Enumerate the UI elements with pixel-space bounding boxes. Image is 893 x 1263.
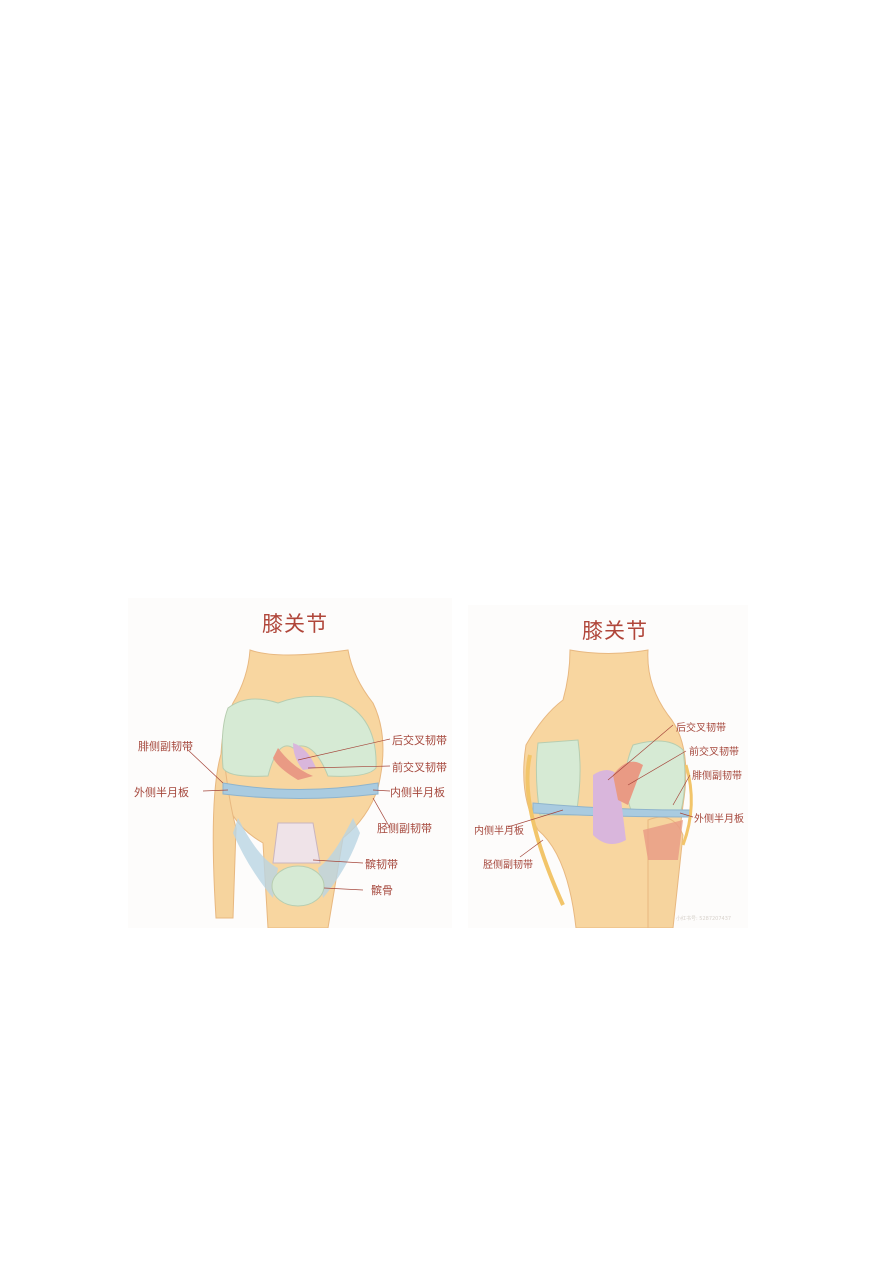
label-lateral-meniscus: 外侧半月板 [694,814,744,825]
label-tibial-collateral: 胫侧副韧带 [483,860,533,871]
label-fibular-collateral: 腓侧副韧带 [692,771,742,782]
label-anterior-cruciate: 前交叉韧带 [689,747,739,758]
label-anterior-cruciate: 前交叉韧带 [392,761,447,774]
label-posterior-cruciate: 后交叉韧带 [392,734,447,747]
label-medial-meniscus: 内侧半月板 [474,826,524,837]
knee-front-drawing [187,649,391,928]
knee-back-drawing [507,649,694,928]
knee-back-illustration: 膝关节 后交叉韧带 前交叉韧带 腓侧副韧带 外侧半月板 内侧半月板 胫侧副韧带 … [468,605,748,928]
label-fibular-collateral: 腓侧副韧带 [138,740,193,753]
label-lateral-meniscus: 外侧半月板 [134,786,189,799]
label-patellar-ligament: 髌韧带 [365,858,398,871]
label-medial-meniscus: 内侧半月板 [390,786,445,799]
figure-title: 膝关节 [262,612,328,636]
knee-front-illustration: 膝关节 腓侧副韧带 外侧半月板 后交叉韧带 前交叉韧带 内侧半月板 胫侧副韧带 … [128,598,452,928]
figure-title: 膝关节 [582,619,648,643]
label-tibial-collateral: 胫侧副韧带 [377,822,432,835]
label-posterior-cruciate: 后交叉韧带 [676,723,726,734]
watermark: 小红书号: 5287207437 [676,916,732,922]
label-patella: 髌骨 [371,884,393,897]
